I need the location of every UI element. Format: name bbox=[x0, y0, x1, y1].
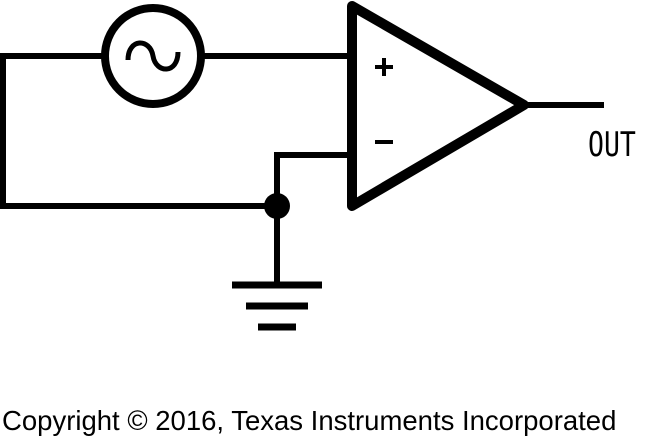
wire-source-to-ground-loop bbox=[0, 53, 280, 209]
copyright-notice: Copyright © 2016, Texas Instruments Inco… bbox=[2, 405, 617, 436]
output-label: OUT bbox=[588, 125, 636, 165]
junction-dot-icon bbox=[264, 193, 290, 219]
plus-sign-icon bbox=[375, 58, 393, 76]
ground-icon bbox=[232, 281, 322, 331]
wire-minus-input-to-junction bbox=[274, 152, 353, 209]
ac-source-icon bbox=[101, 4, 205, 108]
op-amp-triangle-icon bbox=[347, 1, 529, 211]
sine-wave-icon bbox=[125, 40, 181, 72]
